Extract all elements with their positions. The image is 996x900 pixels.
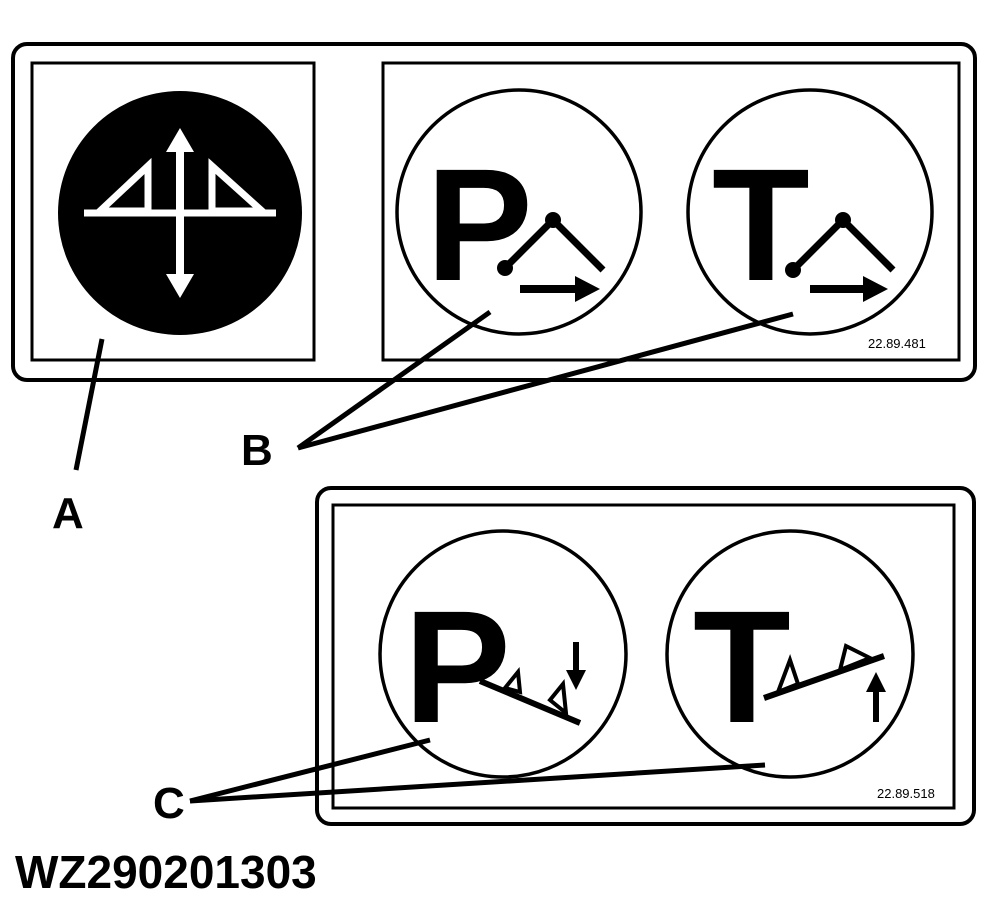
draft-letter: T [693,577,791,756]
leader-c-1 [189,737,431,804]
figure-id: WZ290201303 [15,846,317,898]
joystick-panel [30,61,316,362]
leader-c-2 [189,762,766,804]
position-control-circle: P [395,88,643,336]
hitch-raise-lower-icon [478,642,586,726]
position-letter: P [426,135,533,314]
top-decal-part-number: 22.89.481 [868,336,926,351]
position-letter: P [404,577,511,756]
callout-a: A [52,489,84,538]
hitch-position-arrow-icon [497,212,606,302]
bottom-decal-part-number: 22.89.518 [877,786,935,801]
leader-b-1 [296,309,492,451]
bottom-decal-outer-frame [315,486,976,826]
draft-letter: T [712,135,810,314]
joystick-hitch-symbol-icon [58,91,302,335]
top-decal-outer-frame [11,42,977,382]
draft-control-circle: T [665,529,915,779]
hitch-raise-lower-icon [763,643,886,722]
bottom-decal: P T 22.89.518 [315,486,976,826]
callout-c: C [153,779,185,828]
position-control-circle: P [378,529,628,779]
joystick-panel-frame [30,61,316,362]
callout-b: B [241,426,273,475]
bottom-decal-inner-frame [331,503,956,810]
leader-a [73,338,105,471]
draft-control-circle: T [686,88,934,336]
leader-b-2 [297,311,794,451]
hitch-mode-panel: P T [381,61,961,362]
hitch-position-arrow-icon [785,212,896,302]
top-decal: P T [11,42,977,382]
hitch-mode-panel-frame [381,61,961,362]
callout-leaders [73,309,794,804]
